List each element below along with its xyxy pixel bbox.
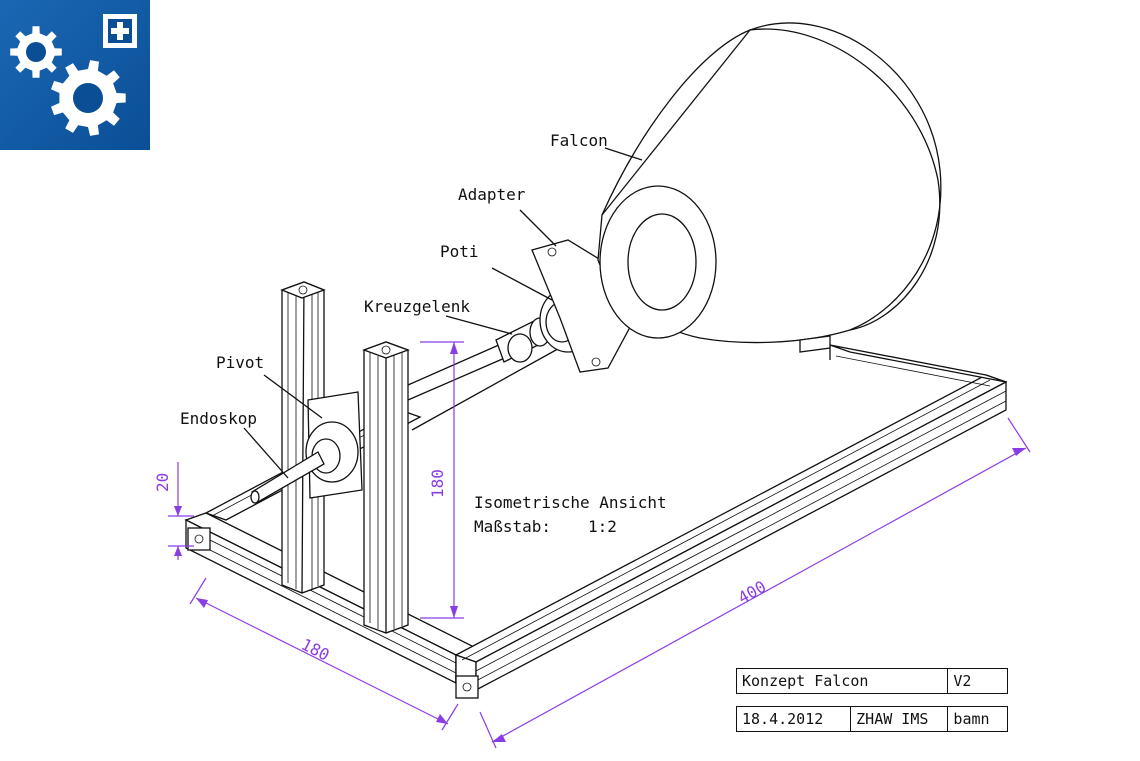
leader-lines — [243, 147, 643, 479]
view-name: Isometrische Ansicht — [474, 493, 667, 512]
label-kreuzgelenk: Kreuzgelenk — [364, 297, 470, 316]
dimension-length-label: 400 — [735, 577, 769, 608]
dimension-width-label: 180 — [298, 635, 332, 665]
author: bamn — [947, 707, 1007, 731]
label-adapter: Adapter — [458, 185, 526, 204]
title-block-row-1: Konzept Falcon V2 — [736, 668, 1008, 694]
large-gear-icon — [51, 60, 126, 136]
plus-box-icon — [103, 14, 137, 48]
dimension-height-post-label: 180 — [428, 469, 447, 498]
gear-hole — [73, 83, 103, 113]
gear-hole — [26, 42, 46, 62]
posts — [280, 281, 410, 634]
dimension-length — [479, 417, 1031, 749]
dimension-base-height — [168, 462, 194, 560]
scale-label: Maßstab: — [474, 517, 551, 536]
pivot-assembly — [250, 391, 363, 504]
gears-plus-icon — [0, 0, 150, 150]
drawing-date: 18.4.2012 — [742, 710, 824, 728]
falcon-device — [597, 22, 942, 353]
scale-value: 1:2 — [588, 517, 617, 536]
title-block: Konzept Falcon V2 18.4.2012 ZHAW IMS bam… — [736, 668, 1008, 734]
title-block-row-2: 18.4.2012 ZHAW IMS bamn — [736, 706, 1008, 732]
small-gear-icon — [10, 26, 62, 78]
dimension-base-height-label: 20 — [153, 473, 172, 492]
dimension-width — [189, 577, 459, 731]
label-falcon: Falcon — [550, 131, 608, 150]
version: V2 — [947, 669, 1007, 693]
label-pivot: Pivot — [216, 353, 264, 372]
organization: ZHAW IMS — [850, 707, 947, 731]
label-poti: Poti — [440, 242, 479, 261]
label-endoskop: Endoskop — [180, 409, 257, 428]
project-name: Konzept Falcon — [742, 672, 869, 690]
dimension-height-post — [420, 341, 464, 619]
